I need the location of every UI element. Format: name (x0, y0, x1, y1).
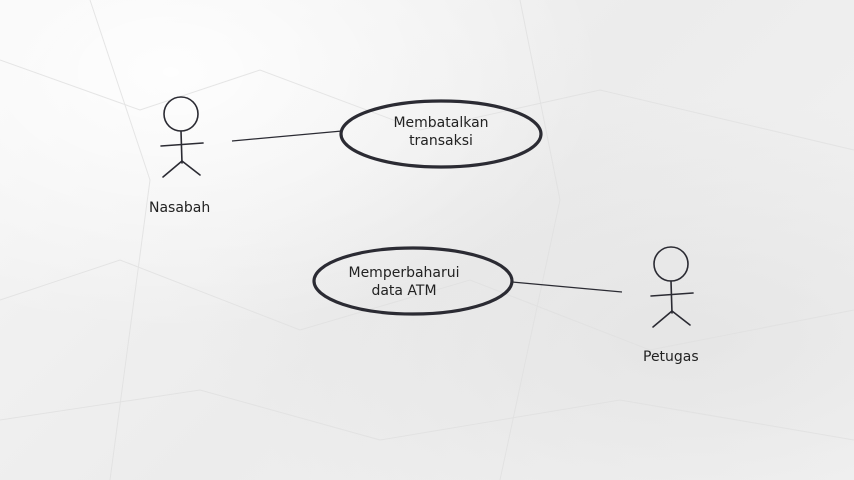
actor-left-leg (162, 160, 183, 178)
use-case-membatalkan-ellipse[interactable] (339, 99, 543, 169)
actor-petugas-figure[interactable] (650, 246, 694, 328)
actor-head-icon (653, 246, 689, 282)
use-case-line: data ATM (371, 283, 437, 299)
association-line-petugas[interactable] (511, 281, 623, 293)
actor-label-nasabah: Nasabah (149, 200, 211, 216)
actor-body (670, 280, 673, 314)
actor-right-leg (671, 310, 691, 326)
use-case-line: transaksi (409, 133, 473, 149)
actor-right-leg (181, 160, 201, 176)
actor-body (180, 130, 183, 164)
actor-arms (160, 142, 204, 147)
use-case-memperbaharui-label: Memperbaharui data ATM (334, 264, 474, 300)
actor-left-leg (652, 310, 673, 328)
actor-arms (650, 292, 694, 297)
association-line-nasabah[interactable] (231, 130, 343, 142)
use-case-line: Memperbaharui (348, 265, 460, 281)
actor-label-petugas: Petugas (643, 349, 699, 365)
use-case-line: Membatalkan (393, 115, 489, 131)
actor-head-icon (163, 96, 199, 132)
actor-nasabah-figure[interactable] (160, 96, 204, 178)
use-case-membatalkan-label: Membatalkan transaksi (371, 114, 511, 150)
use-case-memperbaharui-ellipse[interactable] (312, 246, 514, 316)
